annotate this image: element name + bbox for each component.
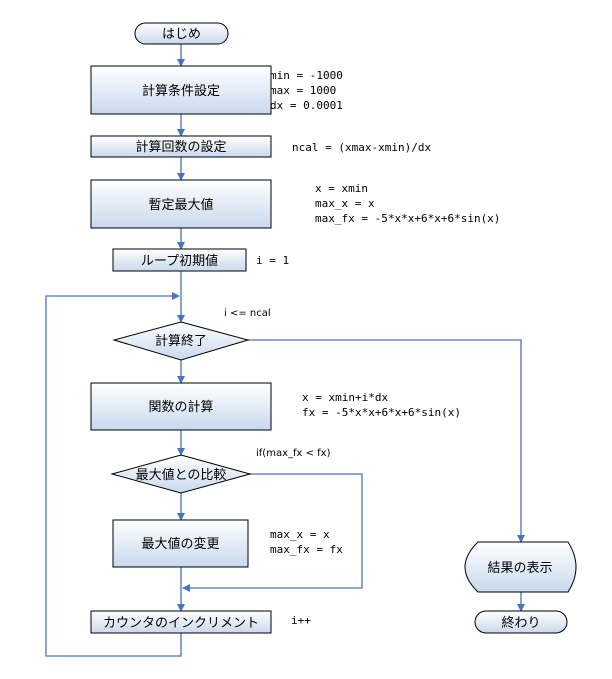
annotation-tentative-3: max_fx = -5*x*x+6*x+6*sin(x) bbox=[315, 212, 500, 225]
terminator-start bbox=[134, 22, 229, 45]
increment-label: カウンタのインクリメント bbox=[103, 616, 259, 631]
annotation-conditions-1: min = -1000 bbox=[270, 69, 343, 82]
tentative-max-label: 暫定最大値 bbox=[148, 197, 213, 213]
node-calc-end: 計算終了 bbox=[112, 321, 250, 361]
annotation-compare-cond: if(max_fx < fx) bbox=[256, 448, 331, 459]
start-label: はじめ bbox=[162, 27, 201, 42]
display-show-result bbox=[464, 541, 577, 593]
node-tentative-max: 暫定最大値 bbox=[90, 179, 272, 229]
annotation-func-1: x = xmin+i*dx bbox=[302, 391, 388, 404]
compare-max-label: 最大値との比較 bbox=[136, 467, 227, 483]
node-show-result: 結果の表示 bbox=[464, 541, 577, 593]
calc-end-label: 計算終了 bbox=[155, 333, 207, 349]
annotation-loop-init: i = 1 bbox=[256, 254, 289, 267]
node-calc-count: 計算回数の設定 bbox=[90, 135, 272, 158]
annotation-tentative-1: x = xmin bbox=[315, 182, 368, 195]
arrow-loop-back bbox=[45, 292, 182, 657]
node-change-max: 最大値の変更 bbox=[112, 519, 249, 568]
annotations: min = -1000 max = 1000 dx = 0.0001 ncal … bbox=[224, 69, 500, 627]
process-loop-init bbox=[112, 248, 247, 272]
annotation-loop-cond: i <= ncal bbox=[224, 308, 271, 319]
annotation-conditions-2: max = 1000 bbox=[270, 84, 336, 97]
annotation-func-2: fx = -5*x*x+6*x+6*sin(x) bbox=[302, 406, 461, 419]
process-increment bbox=[90, 610, 272, 634]
annotation-increment: i++ bbox=[291, 614, 311, 627]
end-label: 終わり bbox=[501, 615, 540, 631]
annotation-tentative-2: max_x = x bbox=[315, 197, 375, 210]
node-calc-conditions: 計算条件設定 bbox=[90, 65, 272, 115]
annotation-change-2: max_fx = fx bbox=[270, 543, 343, 556]
change-max-label: 最大値の変更 bbox=[141, 536, 219, 552]
node-func-calc: 関数の計算 bbox=[90, 382, 272, 431]
decision-compare-max bbox=[110, 454, 252, 494]
loop-init-label: ループ初期値 bbox=[141, 253, 218, 269]
node-end: 終わり bbox=[474, 610, 568, 634]
process-func-calc bbox=[90, 382, 272, 431]
annotation-change-1: max_x = x bbox=[270, 528, 330, 541]
process-tentative-max bbox=[90, 179, 272, 229]
annotation-conditions-3: dx = 0.0001 bbox=[270, 99, 343, 112]
decision-calc-end bbox=[112, 321, 250, 361]
terminator-end bbox=[474, 610, 568, 634]
show-result-label: 結果の表示 bbox=[487, 561, 552, 576]
calc-count-label: 計算回数の設定 bbox=[135, 139, 226, 155]
annotation-ncal: ncal = (xmax-xmin)/dx bbox=[292, 141, 431, 154]
node-start: はじめ bbox=[134, 22, 229, 45]
process-calc-count bbox=[90, 135, 272, 158]
arrow-compare-skip bbox=[182, 473, 363, 592]
arrow-check-to-result bbox=[248, 339, 525, 543]
node-increment: カウンタのインクリメント bbox=[90, 610, 272, 634]
connectors bbox=[45, 44, 525, 657]
func-calc-label: 関数の計算 bbox=[148, 399, 213, 415]
process-calc-conditions bbox=[90, 65, 272, 115]
node-loop-init: ループ初期値 bbox=[112, 248, 247, 272]
calc-conditions-label: 計算条件設定 bbox=[142, 83, 220, 99]
node-compare-max: 最大値との比較 bbox=[110, 454, 252, 494]
process-change-max bbox=[112, 519, 249, 568]
